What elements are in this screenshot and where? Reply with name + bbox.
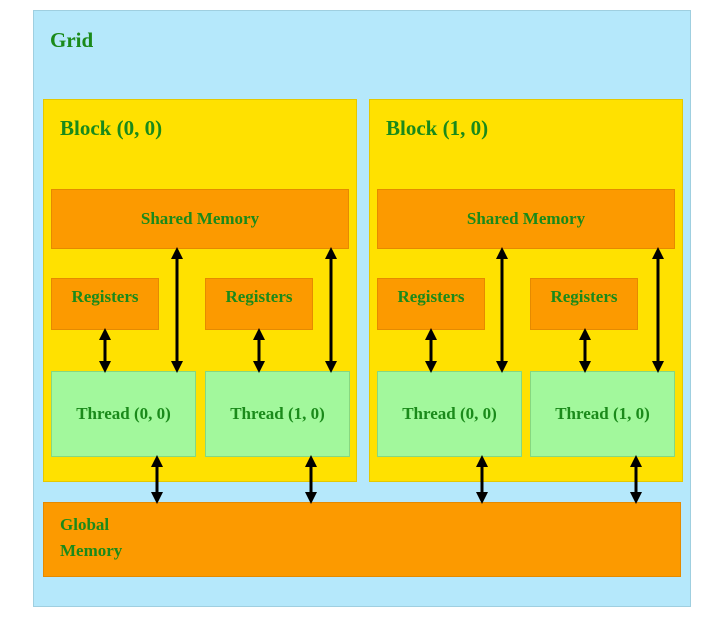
global-memory-label-line2: Memory	[60, 541, 123, 560]
block-0-0-shared-memory: Shared Memory	[51, 189, 349, 249]
grid-label: Grid	[50, 28, 94, 52]
block-1-0-registers-1: Registers	[530, 278, 638, 330]
block-1-0-thread-0: Thread (0, 0)	[377, 371, 522, 457]
block-1-0-registers-0: Registers	[377, 278, 485, 330]
block-1-0-thread-1: Thread (1, 0)	[530, 371, 675, 457]
global-memory	[43, 502, 681, 577]
global-memory-label-line1: Global	[60, 515, 110, 534]
block-1-0-label: Block (1, 0)	[386, 116, 489, 140]
block-0-0-label: Block (0, 0)	[60, 116, 163, 140]
block-0-0-thread-1: Thread (1, 0)	[205, 371, 350, 457]
global-memory-label: Global Memory	[60, 512, 122, 564]
block-1-0-shared-memory: Shared Memory	[377, 189, 675, 249]
block-0-0-thread-0: Thread (0, 0)	[51, 371, 196, 457]
